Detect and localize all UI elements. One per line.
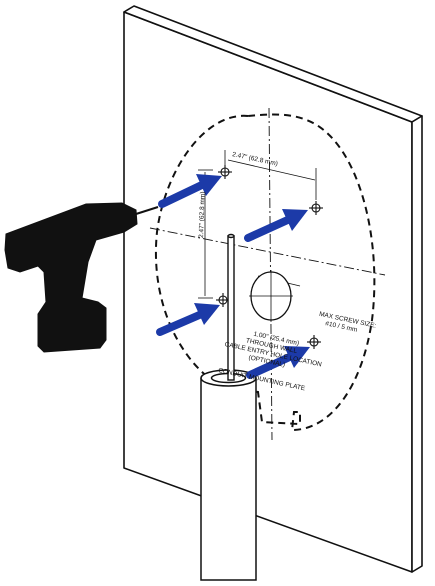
conduit-pipe xyxy=(200,369,257,581)
screw-hole-top-left xyxy=(218,165,232,179)
arrow-bottom-left xyxy=(156,303,220,336)
arrows xyxy=(156,174,310,379)
arrow-top-right xyxy=(244,209,308,242)
dim-label-vertical: 2.47" (62.8 mm) xyxy=(198,191,207,238)
template-outline xyxy=(155,113,376,432)
arrow-bottom-right xyxy=(246,346,310,379)
screw-hole-top-right xyxy=(309,201,323,215)
wall-side-edge xyxy=(411,115,423,573)
cable-entry-hole xyxy=(249,270,293,322)
mounting-rod xyxy=(227,233,235,381)
screw-hole-bottom-right xyxy=(307,335,321,349)
arrow-top-left xyxy=(158,174,222,208)
power-drill-icon xyxy=(4,202,161,353)
